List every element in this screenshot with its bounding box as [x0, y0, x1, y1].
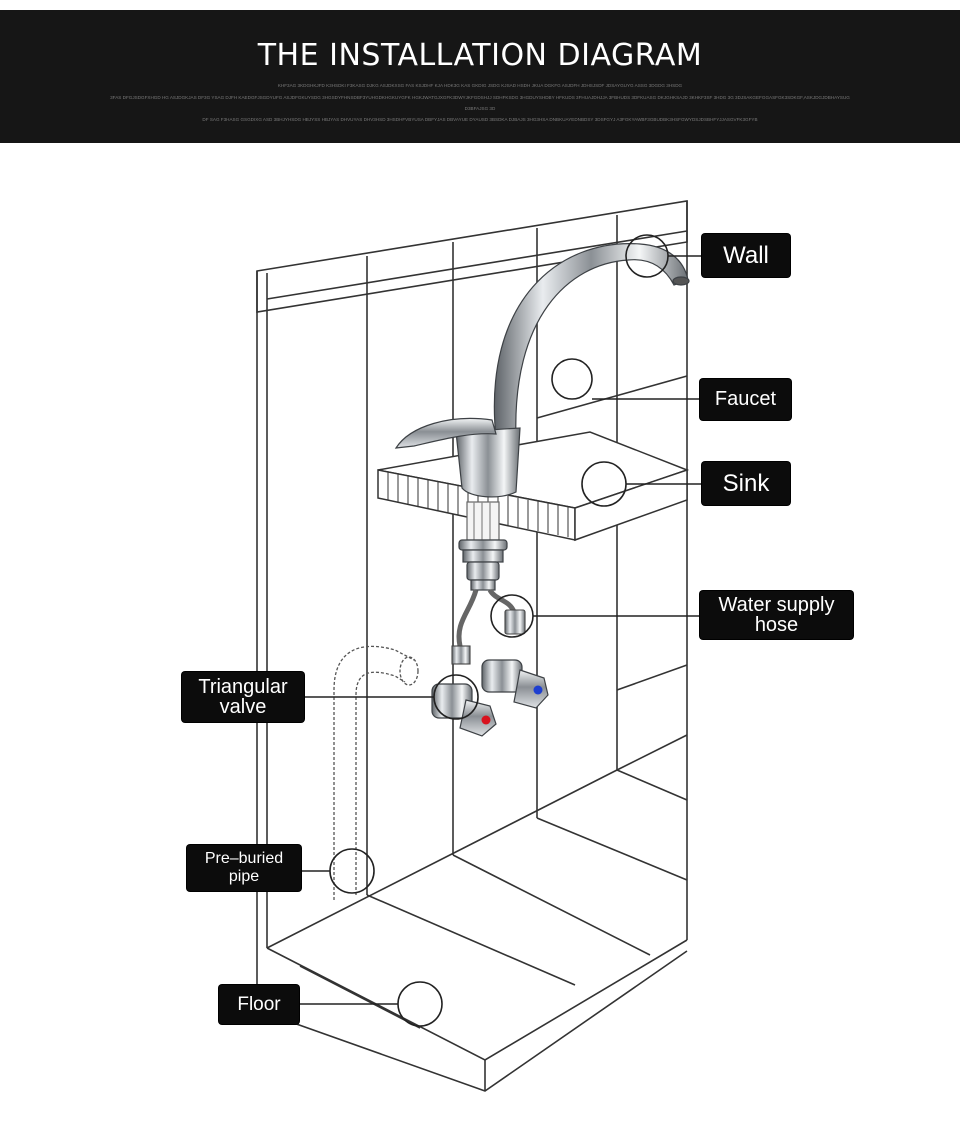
label-faucet: Faucet — [700, 379, 791, 420]
header-banner: THE INSTALLATION DIAGRAM KHF3AG 3KDGHKJF… — [0, 10, 960, 143]
water-supply-hose — [456, 588, 517, 647]
label-sink: Sink — [702, 462, 790, 505]
label-water-supply-hose: Water supply hose — [700, 591, 853, 639]
faucet — [394, 243, 690, 591]
sink-slab — [377, 431, 690, 542]
label-triangular-valve: Triangular valve — [182, 672, 304, 722]
header-subtitle-line-4: DF SAG F3HASG GSGDIXG ASD 3BHJYHSDG HBJY… — [202, 117, 758, 122]
header-subtitle-line-2: 3FAS DFGJSDGFXHGD HG ASJDGKJAS DF3G YSAG… — [110, 95, 850, 100]
label-pre-buried-pipe: Pre–buried pipe — [187, 845, 301, 891]
page-title: THE INSTALLATION DIAGRAM — [257, 38, 703, 73]
pre-buried-pipe — [333, 645, 419, 900]
header-subtitle-line-3: D3BFAJSG 3D — [464, 106, 496, 111]
header-subtitle-line-1: KHF3AG 3KDGHKJFD K3HSDKI F3KASG DJKG ASJ… — [277, 83, 683, 88]
label-wall: Wall — [702, 234, 790, 277]
wall-box — [256, 200, 688, 1092]
label-floor: Floor — [219, 985, 299, 1024]
callout-connectors — [299, 234, 702, 1027]
triangular-valves — [431, 659, 549, 737]
